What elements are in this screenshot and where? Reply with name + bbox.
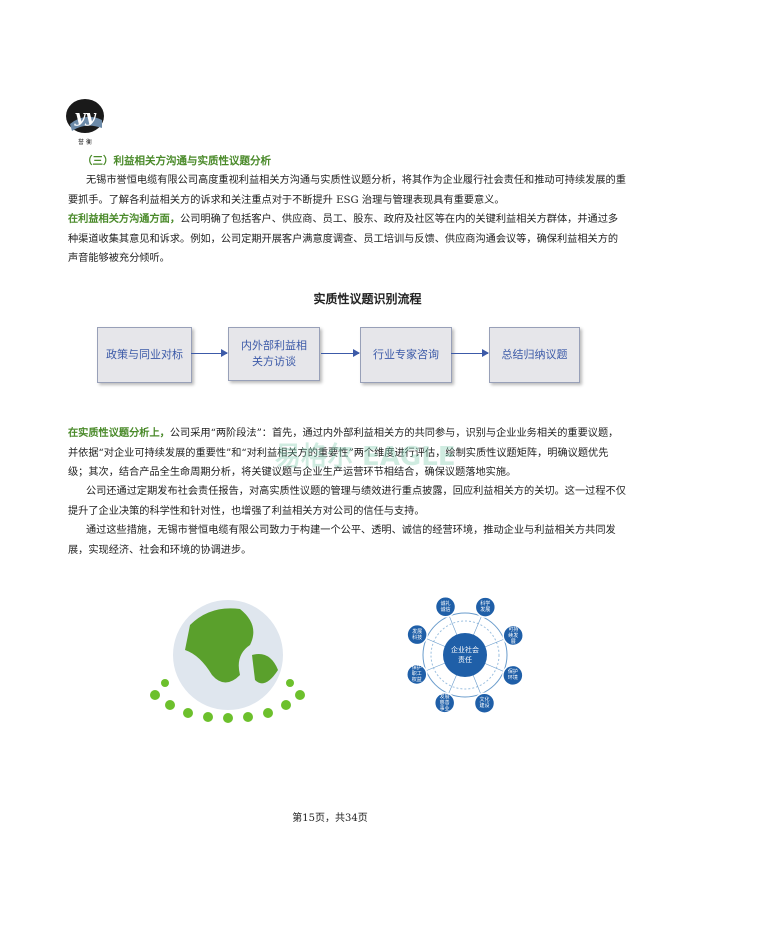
- section-heading: （三）利益相关方沟通与实质性议题分析: [82, 155, 271, 167]
- paragraph-materiality: 在实质性议题分析上，公司采用“两阶段法”：首先，通过内外部利益相关方的共同参与，…: [68, 424, 628, 483]
- lead-communication: 在利益相关方沟通方面，: [68, 214, 181, 225]
- arrow-icon: [321, 349, 360, 357]
- company-logo: yy 誉 衡: [66, 99, 104, 146]
- csr-node: [474, 596, 497, 618]
- csr-node-label: 可持续发展: [508, 626, 519, 645]
- svg-text:yy: yy: [74, 106, 97, 127]
- paragraph-conclusion: 通过这些措施，无锡市誉恒电缆有限公司致力于构建一个公平、透明、诚信的经营环境，推…: [68, 525, 616, 556]
- csr-diagram-graphic: [406, 596, 524, 714]
- csr-node-label: 文化建设: [479, 697, 490, 710]
- arrow-icon: [451, 349, 489, 357]
- flow-step-4: 总结归纳议题: [489, 327, 580, 383]
- csr-node-label: 发展慈善事业: [439, 693, 450, 712]
- csr-node-label: 诚礼诚信: [440, 600, 451, 613]
- csr-node-label: 保护职工权益: [411, 665, 422, 684]
- flow-step-1: 政策与同业对标: [97, 327, 192, 383]
- paragraph-communication: 在利益相关方沟通方面，公司明确了包括客户、供应商、员工、股东、政府及社区等在内的…: [68, 210, 628, 269]
- csr-node: [502, 624, 524, 647]
- lead-materiality: 在实质性议题分析上，: [68, 428, 170, 439]
- flow-step-2: 内外部利益相关方访谈: [228, 327, 320, 381]
- flowchart-title: 实质性议题识别流程: [313, 292, 422, 306]
- paragraph-intro: 无锡市誉恒电缆有限公司高度重视利益相关方沟通与实质性议题分析，将其作为企业履行社…: [68, 175, 626, 206]
- csr-node: [434, 596, 457, 618]
- csr-center-label: 企业社会责任: [451, 646, 479, 664]
- text-materiality: 公司采用“两阶段法”：首先，通过内外部利益相关方的共同参与，识别与企业业务相关的…: [68, 428, 619, 478]
- arrow-icon: [191, 349, 228, 357]
- watermark: 易格尔 EAGLE: [275, 442, 456, 472]
- csr-diagram: 企业社会责任 诚礼诚信 科学发展 可持续发展 保护环境 文化建设 发展慈善事业 …: [400, 590, 530, 720]
- globe-people-image: [150, 600, 305, 723]
- csr-node: [473, 692, 496, 714]
- csr-node-label: 保护环境: [507, 669, 518, 682]
- csr-node-label: 发展科技: [412, 628, 423, 641]
- paragraph-report: 公司还通过定期发布社会责任报告，对高实质性议题的管理与绩效进行重点披露，回应利益…: [68, 486, 626, 517]
- text-communication: 公司明确了包括客户、供应商、员工、股东、政府及社区等在内的关键利益相关方群体，并…: [68, 214, 619, 264]
- csr-node-label: 科学发展: [480, 601, 491, 614]
- csr-node: [433, 692, 456, 714]
- svg-text:誉 衡: 誉 衡: [78, 138, 92, 146]
- csr-node: [406, 663, 428, 686]
- csr-node: [502, 664, 524, 687]
- page-footer: 第15页，共34页: [292, 813, 368, 824]
- csr-node: [406, 623, 428, 646]
- flow-step-3: 行业专家咨询: [360, 327, 452, 383]
